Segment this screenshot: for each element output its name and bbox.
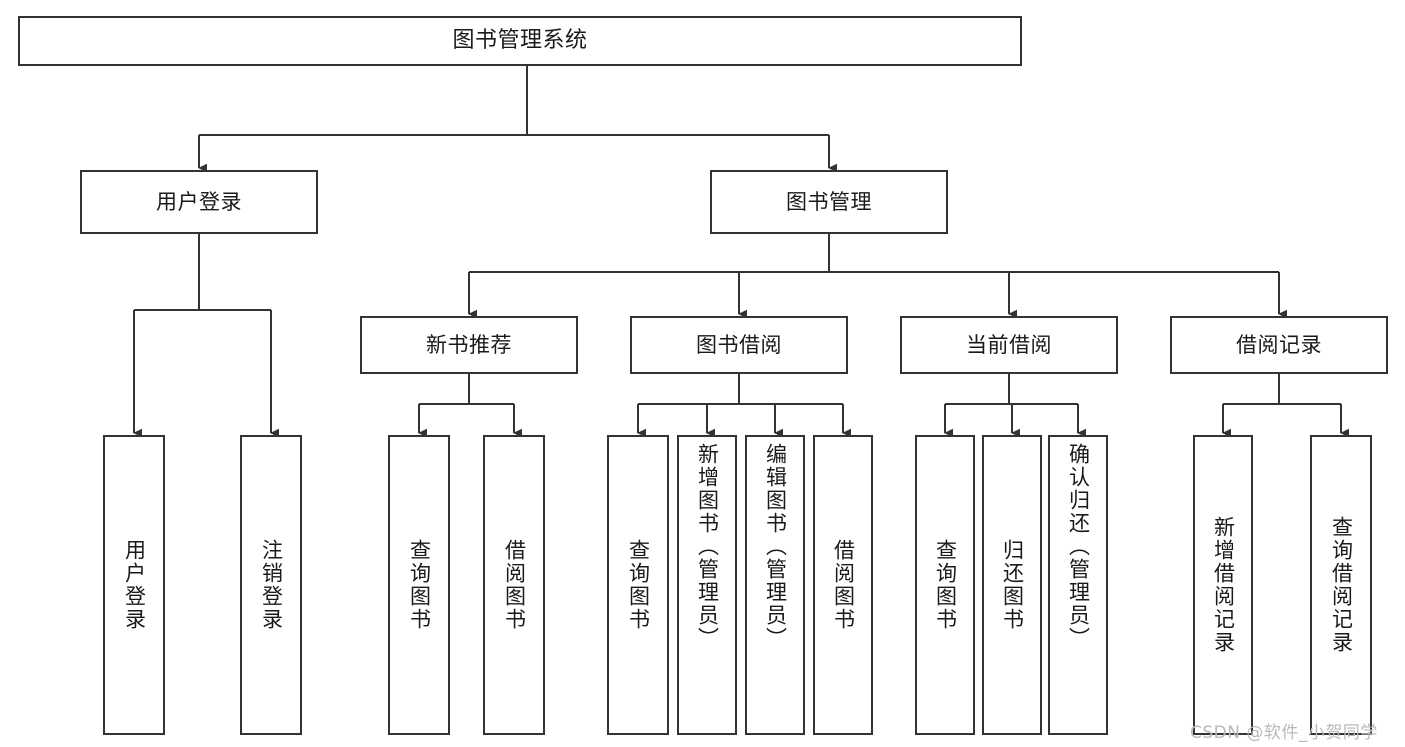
node-leaf-user-login-label: 用户登录 (122, 539, 147, 631)
node-leaf-query-borrow-record[interactable]: 查询借阅记录 (1310, 435, 1372, 735)
node-current-borrow[interactable]: 当前借阅 (900, 316, 1118, 374)
node-leaf-borrow-book-recommend[interactable]: 借阅图书 (483, 435, 545, 735)
node-leaf-borrow-book-recommend-label: 借阅图书 (502, 539, 527, 631)
node-leaf-add-borrow-record[interactable]: 新增借阅记录 (1193, 435, 1253, 735)
node-book-borrow-label: 图书借阅 (696, 332, 782, 357)
node-borrow-record-label: 借阅记录 (1236, 332, 1322, 357)
node-leaf-borrow-book-label: 借阅图书 (831, 539, 856, 631)
node-leaf-query-book-current[interactable]: 查询图书 (915, 435, 975, 735)
node-leaf-add-book-admin-label: 新增图书（管理员） (695, 443, 720, 650)
node-book-borrow[interactable]: 图书借阅 (630, 316, 848, 374)
node-leaf-return-book[interactable]: 归还图书 (982, 435, 1042, 735)
node-leaf-query-book-borrow-label: 查询图书 (626, 539, 651, 631)
node-leaf-user-login[interactable]: 用户登录 (103, 435, 165, 735)
node-leaf-borrow-book[interactable]: 借阅图书 (813, 435, 873, 735)
node-leaf-query-book-recommend[interactable]: 查询图书 (388, 435, 450, 735)
node-leaf-logout[interactable]: 注销登录 (240, 435, 302, 735)
node-leaf-query-book-recommend-label: 查询图书 (407, 539, 432, 631)
node-leaf-add-borrow-record-label: 新增借阅记录 (1211, 516, 1236, 654)
node-book-manage[interactable]: 图书管理 (710, 170, 948, 234)
node-leaf-add-book-admin[interactable]: 新增图书（管理员） (677, 435, 737, 735)
node-leaf-query-book-current-label: 查询图书 (933, 539, 958, 631)
node-user-login-label: 用户登录 (156, 189, 242, 214)
node-root-label: 图书管理系统 (452, 28, 588, 54)
node-borrow-record[interactable]: 借阅记录 (1170, 316, 1388, 374)
node-leaf-edit-book-admin-label: 编辑图书（管理员） (763, 443, 788, 650)
node-current-borrow-label: 当前借阅 (966, 332, 1052, 357)
node-leaf-edit-book-admin[interactable]: 编辑图书（管理员） (745, 435, 805, 735)
node-new-book-recommend[interactable]: 新书推荐 (360, 316, 578, 374)
node-user-login[interactable]: 用户登录 (80, 170, 318, 234)
csdn-watermark: CSDN @软件_小贺同学 (1190, 723, 1378, 743)
node-leaf-return-book-label: 归还图书 (1000, 539, 1025, 631)
node-leaf-logout-label: 注销登录 (259, 539, 284, 631)
node-leaf-confirm-return-admin[interactable]: 确认归还（管理员） (1048, 435, 1108, 735)
node-leaf-query-borrow-record-label: 查询借阅记录 (1329, 516, 1354, 654)
node-leaf-query-book-borrow[interactable]: 查询图书 (607, 435, 669, 735)
node-new-book-recommend-label: 新书推荐 (426, 332, 512, 357)
node-leaf-confirm-return-admin-label: 确认归还（管理员） (1066, 443, 1091, 650)
node-book-manage-label: 图书管理 (786, 189, 872, 214)
node-root-system[interactable]: 图书管理系统 (18, 16, 1022, 66)
